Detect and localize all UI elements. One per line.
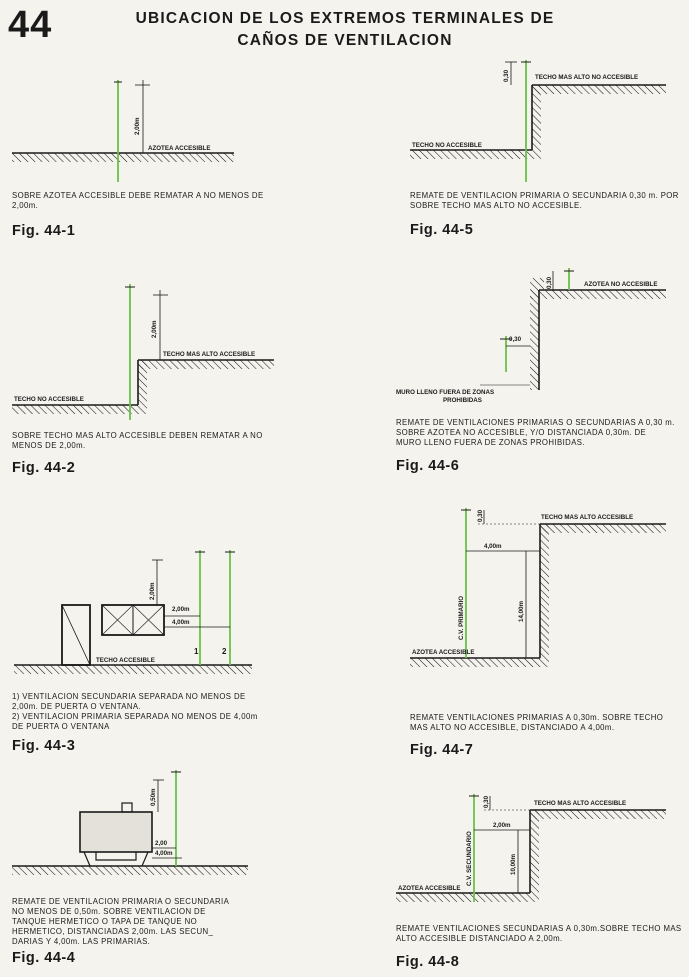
tank-legs <box>83 851 149 867</box>
caption-44-2: SOBRE TECHO MAS ALTO ACCESIBLE DEBEN REM… <box>12 431 263 450</box>
window-cross <box>101 604 165 636</box>
diagram-44-8: 0,30 2,00m 10,00m C.V. SECUNDARIO AZOTEA… <box>396 794 666 902</box>
high-roof-hatch <box>530 810 666 819</box>
roof-label: AZOTEA ACCESIBLE <box>148 145 210 152</box>
roof-hatch <box>396 893 530 902</box>
title-line-2: CAÑOS DE VENTILACION <box>237 32 453 49</box>
dimension-v-label: 0,30 <box>483 795 490 808</box>
dimension-v-label: 0,30 <box>477 509 484 522</box>
low-roof-hatch <box>410 150 532 159</box>
wall-hatch <box>540 524 549 667</box>
pipe-label: C.V. PRIMARIO <box>458 596 465 640</box>
roof-hatch <box>14 665 252 674</box>
wall-label-1: MURO LLENO FUERA DE ZONAS <box>396 389 494 396</box>
diagram-44-7: 0,30 4,00m 14,00m C.V. PRIMARIO AZOTEA A… <box>410 508 666 667</box>
low-roof-label: TECHO NO ACCESIBLE <box>14 396 84 403</box>
low-roof-hatch <box>12 405 138 414</box>
figure-label-44-1: Fig. 44-1 <box>12 223 76 239</box>
roof-label: AZOTEA NO ACCESIBLE <box>584 281 657 288</box>
high-roof-label: TECHO MAS ALTO ACCESIBLE <box>534 800 626 807</box>
page-title: UBICACION DE LOS EXTREMOS TERMINALES DE … <box>110 8 580 52</box>
dimension-label: 2,00m <box>134 117 141 135</box>
door-brace <box>61 604 91 666</box>
dimension-h-label: 0,30 <box>509 336 522 343</box>
dimension-wall-label: 14,00m <box>518 601 525 622</box>
wall-label-2: PROHIBIDAS <box>443 397 482 404</box>
pipe-2-label: 2 <box>222 647 227 656</box>
dimension-h1-label: 2,00 <box>155 840 168 847</box>
figure-label-44-8: Fig. 44-8 <box>396 954 460 970</box>
door <box>61 604 91 666</box>
dimension-v-label: 0,30 <box>546 276 553 289</box>
roof-hatch <box>530 290 666 299</box>
page-number: 44 <box>8 4 53 46</box>
step-wall-hatch <box>532 85 541 159</box>
high-roof-hatch <box>532 85 666 94</box>
dimension-h-label: 2,00m <box>493 822 511 829</box>
high-roof-label: TECHO MAS ALTO NO ACCESIBLE <box>535 74 638 81</box>
roof-hatch <box>12 866 248 875</box>
pipe-1-label: 1 <box>194 647 199 656</box>
figure-label-44-5: Fig. 44-5 <box>410 222 474 238</box>
dimension-label: 2,00m <box>151 320 158 338</box>
low-roof-label: TECHO NO ACCESIBLE <box>412 142 482 149</box>
high-roof-label: TECHO MAS ALTO ACCESIBLE <box>163 351 255 358</box>
diagram-44-2: 2,00m TECHO NO ACCESIBLE TECHO MAS ALTO … <box>12 284 274 420</box>
diagram-44-1: 2,00m AZOTEA ACCESIBLE <box>12 80 234 182</box>
roof-label: AZOTEA ACCESIBLE <box>398 885 460 892</box>
dimension-h2-label: 4,00m <box>172 619 190 626</box>
caption-44-8: REMATE VENTILACIONES SECUNDARIAS A 0,30m… <box>396 924 682 943</box>
tank-body <box>79 811 153 853</box>
parapet-hatch <box>530 278 544 290</box>
caption-44-6: REMATE DE VENTILACIONES PRIMARIAS O SECU… <box>396 418 675 447</box>
figure-label-44-3: Fig. 44-3 <box>12 738 76 754</box>
figure-label-44-7: Fig. 44-7 <box>410 742 474 758</box>
caption-44-7: REMATE VENTILACIONES PRIMARIAS A 0,30m. … <box>410 713 664 732</box>
roof-hatch <box>12 153 234 162</box>
dimension-h1-label: 2,00m <box>172 606 190 613</box>
wall-hatch <box>530 290 539 390</box>
diagram-44-5: 0,30 TECHO NO ACCESIBLE TECHO MAS ALTO N… <box>410 60 666 182</box>
dimension-label: 0,30 <box>503 69 510 82</box>
step-wall-hatch <box>138 360 147 414</box>
high-roof-label: TECHO MAS ALTO ACCESIBLE <box>541 514 633 521</box>
diagram-44-6: 0,30 0,30 MURO LLENO FUERA DE ZONAS PROH… <box>396 268 666 404</box>
figure-label-44-2: Fig. 44-2 <box>12 460 76 476</box>
diagram-44-3: 2,00m 2,00m 4,00m 1 2 TECHO ACCESIBLE <box>14 550 252 674</box>
title-line-1: UBICACION DE LOS EXTREMOS TERMINALES DE <box>135 10 555 27</box>
diagram-44-4: 0,50m 2,00 4,00m <box>12 770 248 875</box>
figure-label-44-6: Fig. 44-6 <box>396 458 460 474</box>
dimension-h2-label: 4,00m <box>155 850 173 857</box>
tank-vent <box>121 802 133 813</box>
caption-44-4: REMATE DE VENTILACION PRIMARIA O SECUNDA… <box>12 897 230 946</box>
dimension-v-label: 0,50m <box>150 788 157 806</box>
dimension-wall-label: 10,00m <box>510 854 517 875</box>
caption-44-1: SOBRE AZOTEA ACCESIBLE DEBE REMATAR A NO… <box>12 191 264 210</box>
high-roof-hatch <box>138 360 274 369</box>
wall-hatch <box>530 810 539 902</box>
roof-label: TECHO ACCESIBLE <box>96 657 155 664</box>
figure-label-44-4: Fig. 44-4 <box>12 950 76 966</box>
pipe-label: C.V. SECUNDARIO <box>466 831 473 886</box>
caption-44-3: 1) VENTILACION SECUNDARIA SEPARADA NO ME… <box>12 692 258 731</box>
dimension-v-label: 2,00m <box>149 582 156 600</box>
dimension-h-label: 4,00m <box>484 543 502 550</box>
roof-label: AZOTEA ACCESIBLE <box>412 649 474 656</box>
caption-44-5: REMATE DE VENTILACION PRIMARIA O SECUNDA… <box>410 191 679 210</box>
roof-hatch <box>410 658 540 667</box>
high-roof-hatch <box>540 524 666 533</box>
